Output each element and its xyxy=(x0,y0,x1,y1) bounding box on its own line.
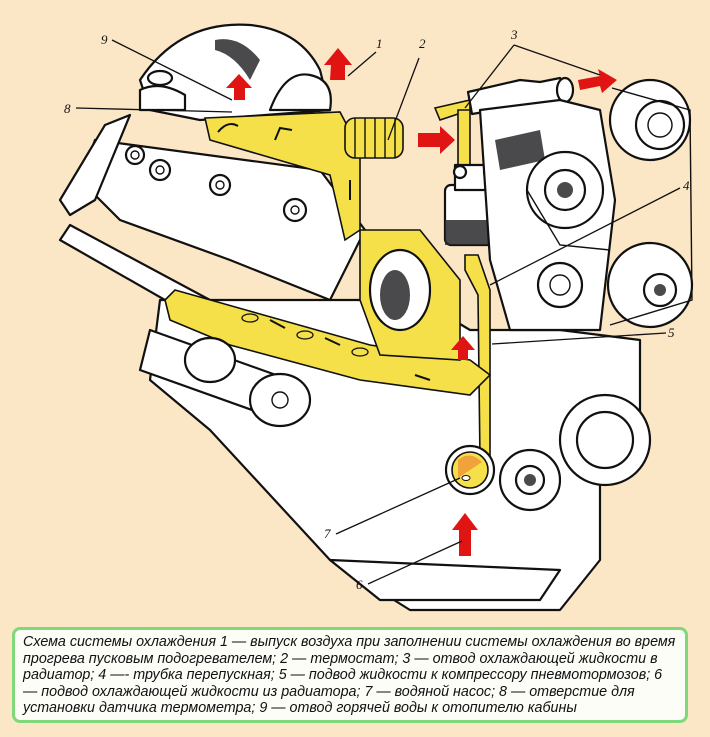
engine-cooling-diagram: 1 2 3 4 5 6 7 8 9 xyxy=(58,23,694,612)
breather-hose xyxy=(58,113,132,217)
callout-7: 7 xyxy=(324,526,331,541)
callout-labels: 1 2 3 4 5 6 7 8 9 xyxy=(64,27,690,592)
tensioner-pulley xyxy=(606,241,694,329)
flow-arrow-thermostat-out xyxy=(418,126,455,154)
leader-lines xyxy=(75,39,681,585)
callout-6: 6 xyxy=(356,577,363,592)
callout-8: 8 xyxy=(64,101,71,116)
water-pump xyxy=(444,444,496,496)
callout-2: 2 xyxy=(419,36,426,51)
coolant-jacket-lower xyxy=(164,289,492,396)
flow-arrow-heater-outlet xyxy=(226,74,252,100)
thermostat-housing xyxy=(344,117,404,159)
filler-cap xyxy=(138,69,187,112)
flow-arrow-compressor-feed xyxy=(451,336,475,360)
flow-arrow-radiator-in xyxy=(452,513,478,556)
jacket-ports xyxy=(241,313,369,357)
fan-pulley xyxy=(608,78,692,162)
callout-9: 9 xyxy=(101,32,108,47)
intake-dome-right xyxy=(268,73,332,112)
generator-pulley xyxy=(525,150,605,230)
starter-motor xyxy=(138,328,312,428)
flow-arrow-air-release xyxy=(324,48,352,80)
oil-pan xyxy=(328,558,562,602)
figure-caption: Схема системы охлаждения 1 — выпуск возд… xyxy=(12,627,688,723)
radiator-outlet-pipe xyxy=(433,76,575,176)
flow-arrows xyxy=(226,48,617,556)
coolant-passage-top xyxy=(204,111,361,242)
callout-5: 5 xyxy=(668,325,675,340)
drive-belt xyxy=(526,87,693,326)
valve-cover-bolts xyxy=(124,144,308,223)
callout-3: 3 xyxy=(510,27,518,42)
flow-arrow-radiator-out xyxy=(578,69,617,93)
callout-1: 1 xyxy=(376,36,383,51)
cylinder-cutaway xyxy=(359,229,461,361)
crankshaft-pulley xyxy=(498,393,652,512)
idler-pulley xyxy=(536,261,584,309)
callout-4: 4 xyxy=(683,178,690,193)
caption-text: Схема системы охлаждения 1 — выпуск возд… xyxy=(23,634,676,717)
